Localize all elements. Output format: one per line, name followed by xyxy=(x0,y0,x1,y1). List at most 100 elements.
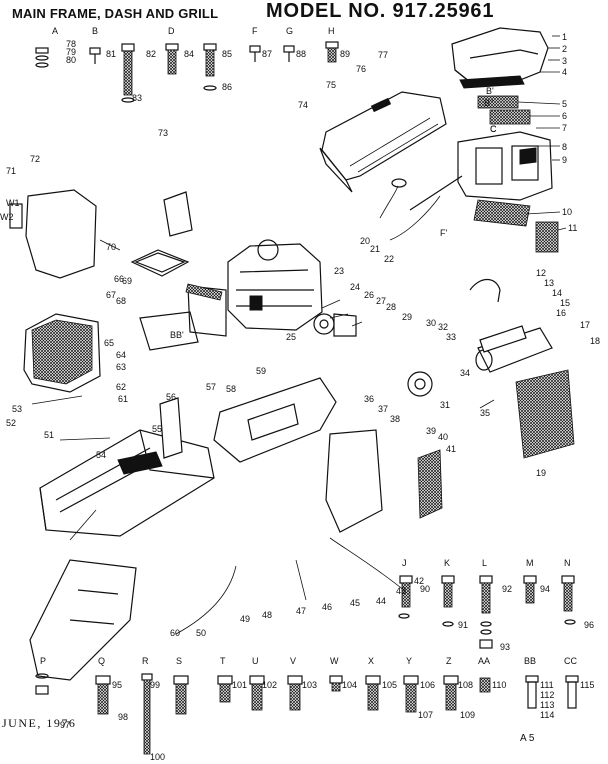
callout-93: 93 xyxy=(500,642,510,652)
callout-V: V xyxy=(290,656,296,666)
callout-Q: Q xyxy=(98,656,105,666)
grille-housing xyxy=(457,131,553,201)
callout-91: 91 xyxy=(458,620,468,630)
callout-57: 57 xyxy=(206,382,216,392)
callout-S: S xyxy=(176,656,182,666)
callout-40: 40 xyxy=(438,432,448,442)
callout-E: E xyxy=(526,150,532,160)
callout-H: H xyxy=(328,26,335,36)
callout-16: 16 xyxy=(556,308,566,318)
callout-86: 86 xyxy=(222,82,232,92)
plate-71 xyxy=(9,203,23,229)
frame-58 xyxy=(213,377,337,463)
callout-A: A xyxy=(52,26,58,36)
callout-F: F xyxy=(252,26,258,36)
callout-25: 25 xyxy=(286,332,296,342)
rod-21 xyxy=(409,175,463,211)
callout-74: 74 xyxy=(298,100,308,110)
callout-60: 60 xyxy=(170,628,180,638)
callout-U: U xyxy=(252,656,259,666)
callout-19: 19 xyxy=(536,468,546,478)
callout-42: 42 xyxy=(414,576,424,586)
callout-102: 102 xyxy=(262,680,277,690)
callout-78: 78 xyxy=(66,39,76,49)
callout-55: 55 xyxy=(152,424,162,434)
callout-106: 106 xyxy=(420,680,435,690)
callout-47: 47 xyxy=(296,606,306,616)
fastener-row-middle xyxy=(398,575,576,649)
callout-30: 30 xyxy=(426,318,436,328)
strap-69 xyxy=(185,283,223,301)
callout-70: 70 xyxy=(106,242,116,252)
dash-panel xyxy=(319,91,447,193)
callout-92: 92 xyxy=(502,584,512,594)
callout-37: 37 xyxy=(378,404,388,414)
callout-114: 114 xyxy=(540,710,554,720)
callout-103: 103 xyxy=(302,680,317,690)
callout-59: 59 xyxy=(256,366,266,376)
callout-84: 84 xyxy=(184,49,194,59)
callout-95: 95 xyxy=(112,680,122,690)
callout-46: 46 xyxy=(322,602,332,612)
callout-11: 11 xyxy=(568,223,577,233)
callout-83: 83 xyxy=(132,93,142,103)
callout-105: 105 xyxy=(382,680,397,690)
hood-assembly xyxy=(451,27,549,89)
callout-7: 7 xyxy=(562,123,567,133)
callout-94: 94 xyxy=(540,584,550,594)
callout-49: 49 xyxy=(240,614,250,624)
callout-18: 18 xyxy=(590,336,600,346)
engine xyxy=(227,239,323,331)
callout-80: 80 xyxy=(66,55,76,65)
callout-9: 9 xyxy=(562,155,567,165)
callout-10: 10 xyxy=(562,207,572,217)
callout-X: X xyxy=(368,656,374,666)
callout-P: P xyxy=(40,656,46,666)
callout-39: 39 xyxy=(426,426,436,436)
plate-54 xyxy=(117,451,163,475)
callout-AA: AA xyxy=(478,656,490,666)
callout-54: 54 xyxy=(96,450,106,460)
callout-B: B xyxy=(92,26,98,36)
callout-66: 66 xyxy=(114,274,124,284)
callout-82: 82 xyxy=(146,49,156,59)
callout-28: 28 xyxy=(386,302,396,312)
leader-lines xyxy=(31,35,567,635)
page-code: A 5 xyxy=(520,733,535,744)
screen-10 xyxy=(473,199,531,227)
callout-T: T xyxy=(220,656,226,666)
callout-56: 56 xyxy=(166,392,176,402)
callout-87: 87 xyxy=(262,49,272,59)
callout-27: 27 xyxy=(376,296,386,306)
callout-36: 36 xyxy=(364,394,374,404)
callout-M: M xyxy=(526,558,534,568)
callout-45: 45 xyxy=(350,598,360,608)
callout-96: 96 xyxy=(584,620,594,630)
callout-115: 115 xyxy=(580,680,594,690)
callout-97: 97 xyxy=(60,720,70,730)
grill-screen-6 xyxy=(489,109,531,125)
callout-112: 112 xyxy=(540,690,554,700)
main-frame xyxy=(39,429,215,537)
side-panel-38 xyxy=(325,429,383,533)
callout-BB: BB xyxy=(524,656,536,666)
washer-20 xyxy=(391,178,407,188)
grate-41 xyxy=(417,449,443,519)
callout-63: 63 xyxy=(116,362,126,372)
callout-69: 69 xyxy=(122,276,132,286)
callout-31: 31 xyxy=(440,400,450,410)
callout-32: 32 xyxy=(438,322,448,332)
callout-2: 2 xyxy=(562,44,567,54)
bracket-16 xyxy=(479,325,527,353)
callout-35: 35 xyxy=(480,408,490,418)
callout-20: 20 xyxy=(360,236,370,246)
callout-64: 64 xyxy=(116,350,126,360)
callout-J: J xyxy=(402,558,407,568)
exhaust-pipe-12 xyxy=(469,278,501,303)
callout-E: E xyxy=(526,150,532,160)
callout-23: 23 xyxy=(334,266,344,276)
callout-113: 113 xyxy=(540,700,554,710)
callout-52: 52 xyxy=(6,418,16,428)
callout-K: K xyxy=(444,558,450,568)
